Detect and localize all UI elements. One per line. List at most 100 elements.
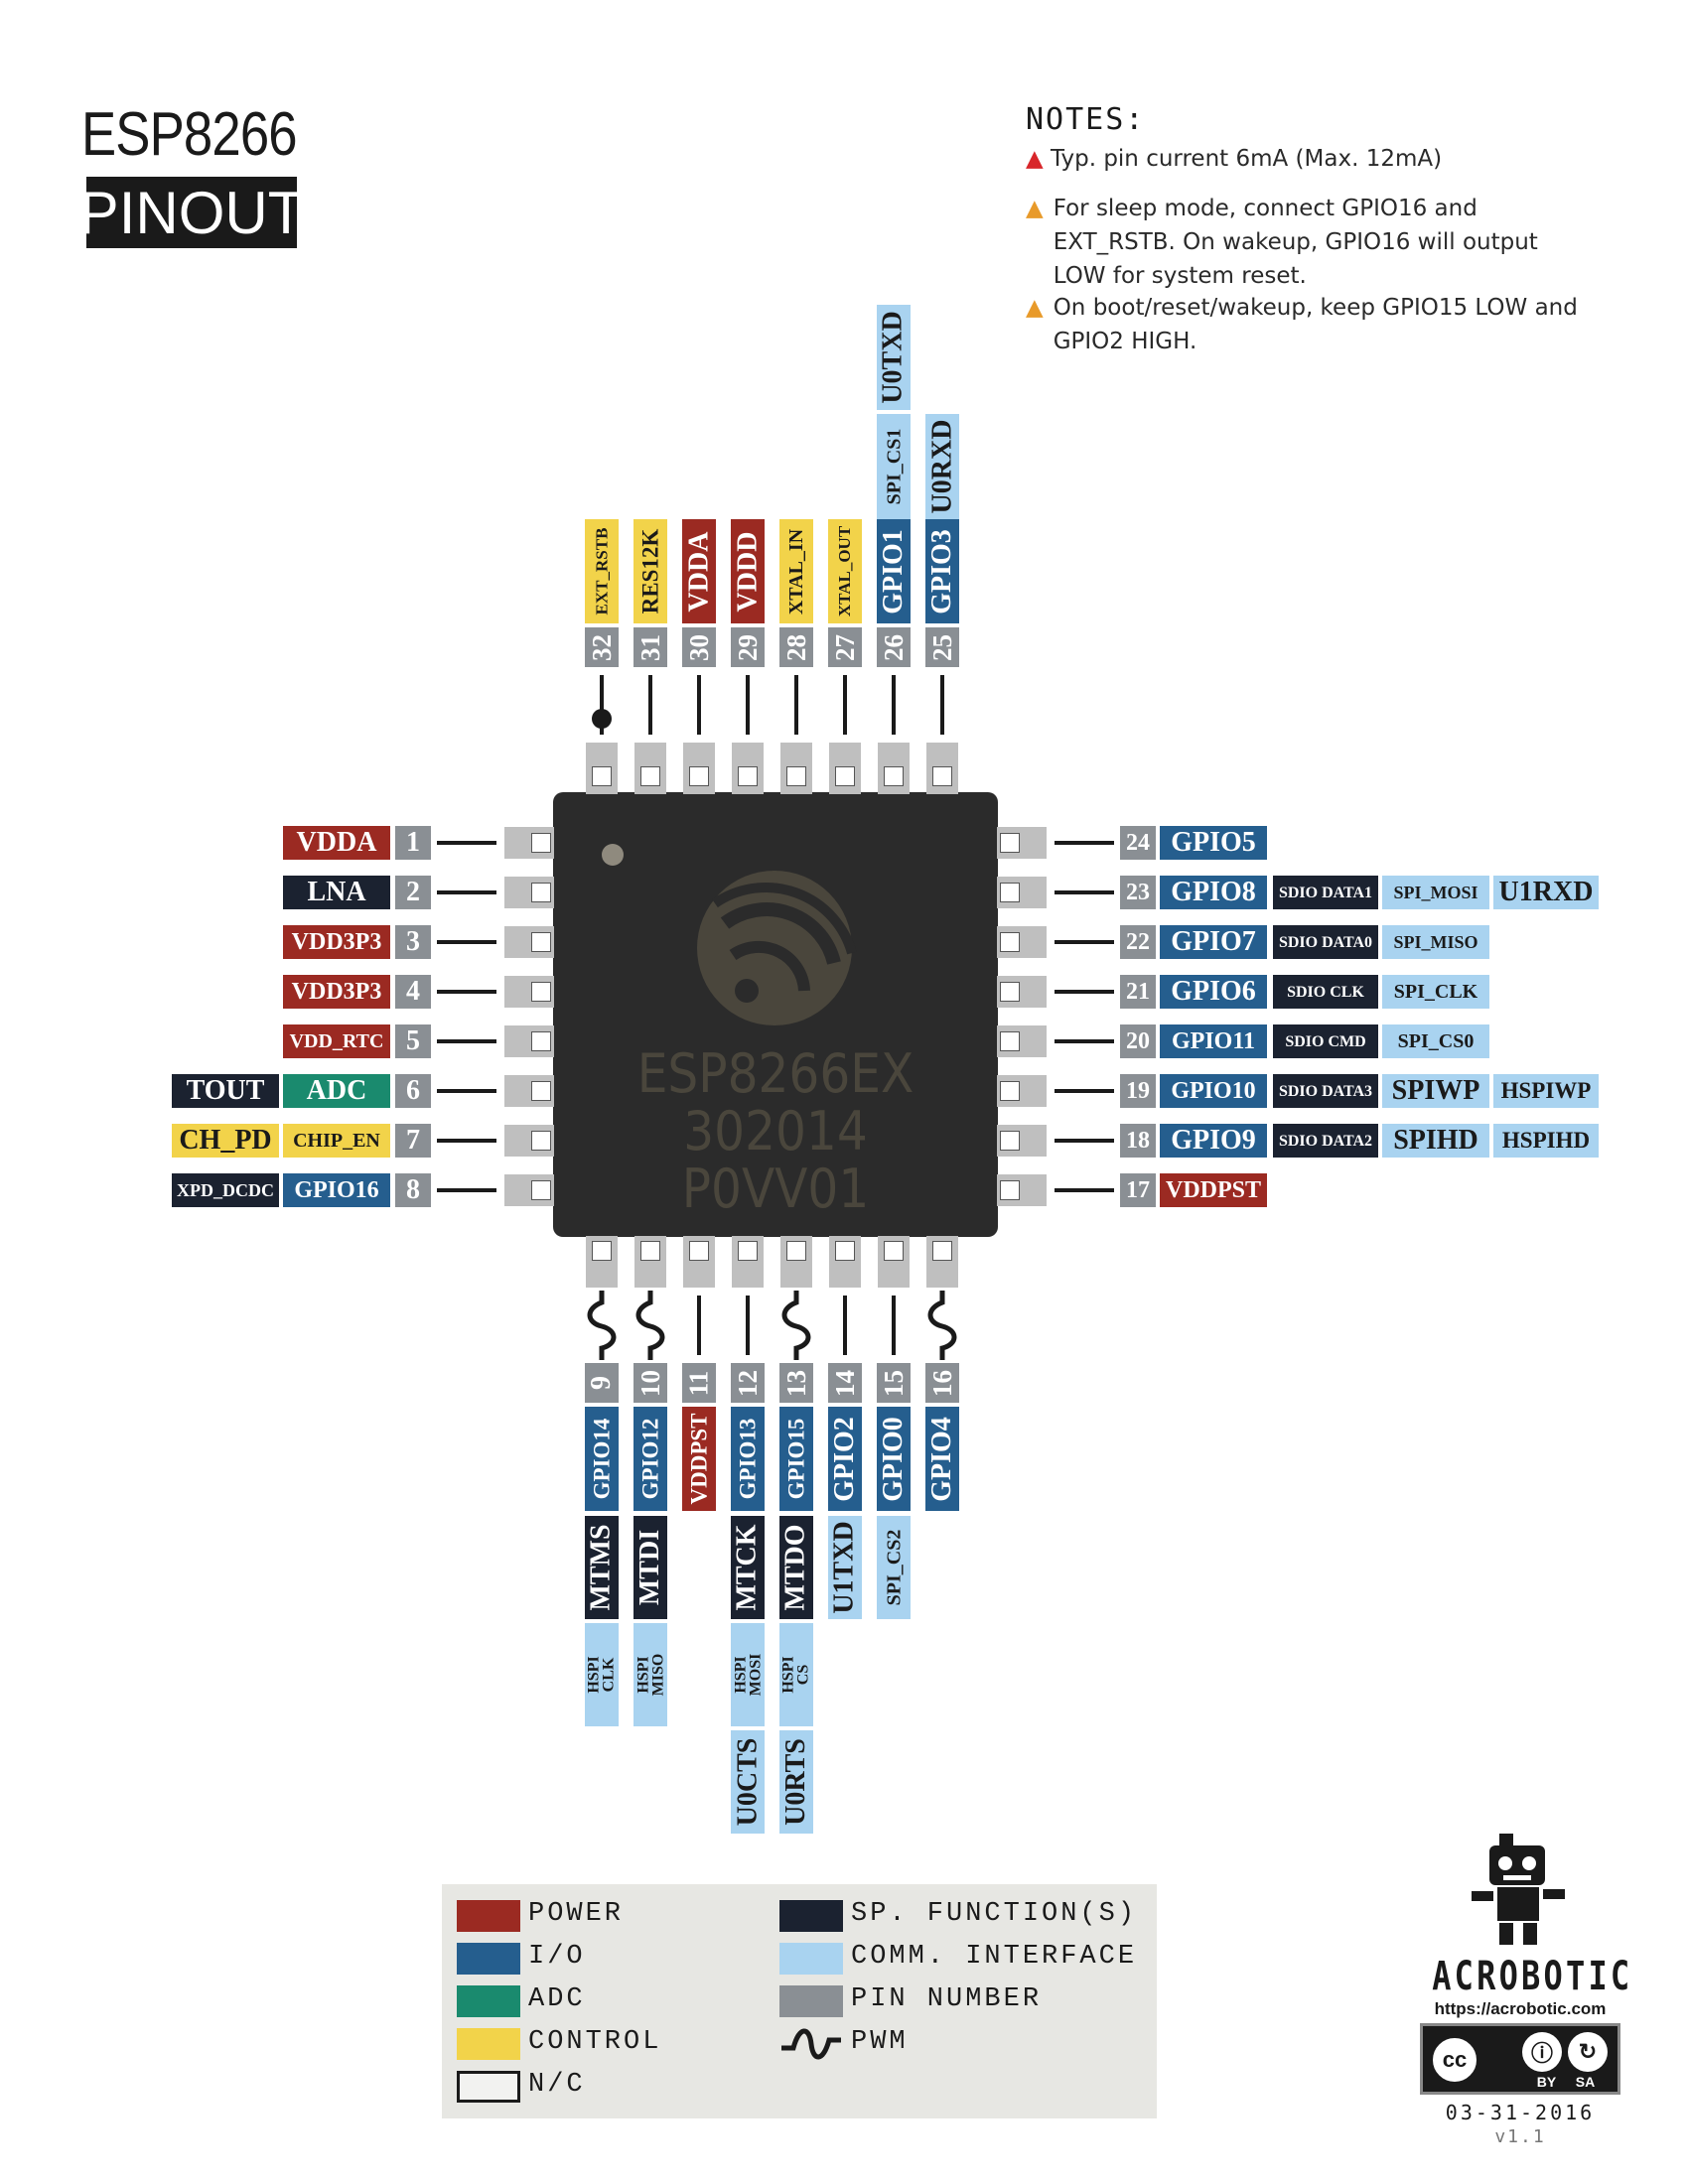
legend-label-io: I/O <box>528 1942 586 1972</box>
pin-9-func-2-text: HSPI CLK <box>586 1656 618 1694</box>
pin-number-27-text: 27 <box>829 633 860 661</box>
pin-number-17: 17 <box>1120 1173 1156 1207</box>
bottom-pad-inner <box>835 1241 855 1261</box>
warning-red-icon: ▲ <box>1026 146 1044 172</box>
pin-20-label: GPIO11 <box>1160 1024 1267 1058</box>
pin-15-label: GPIO0 <box>877 1407 911 1511</box>
pin-number-30-text: 30 <box>683 633 714 661</box>
legend-pwm-icon <box>781 2028 841 2060</box>
bottom-pad-inner <box>640 1241 660 1261</box>
note-1-text: Typ. pin current 6mA (Max. 12mA) <box>1051 146 1443 172</box>
pin-10-label: GPIO12 <box>633 1407 667 1511</box>
pin-number-24: 24 <box>1120 826 1156 860</box>
left-pad-inner <box>531 932 551 952</box>
pin-23-func-2: SPI_MOSI <box>1382 876 1489 909</box>
pin-9-func-2: HSPI CLK <box>585 1623 619 1726</box>
right-lead <box>1055 1139 1114 1143</box>
right-lead <box>1055 890 1114 894</box>
pin-number-22: 22 <box>1120 925 1156 959</box>
right-lead <box>1055 841 1114 845</box>
note-2-text: For sleep mode, connect GPIO16 and EXT_R… <box>1053 196 1538 289</box>
pin-21-func-2: SPI_CLK <box>1382 975 1489 1009</box>
pin-6-alt-label: TOUT <box>172 1074 279 1108</box>
bottom-lead <box>697 1296 701 1355</box>
legend-label-power: POWER <box>528 1899 625 1929</box>
pin-number-25-text: 25 <box>926 633 957 661</box>
pin-number-11: 11 <box>682 1363 716 1403</box>
pin-22-func-2: SPI_MISO <box>1382 925 1489 959</box>
left-pad-inner <box>531 982 551 1002</box>
pin-10-func-1-text: MTDI <box>634 1529 666 1606</box>
chip-marking-3: P0VV01 <box>681 1158 870 1220</box>
bottom-lead <box>892 1296 896 1355</box>
left-lead <box>437 841 496 845</box>
pin-10-label-text: GPIO12 <box>637 1418 663 1500</box>
pin1-dot <box>602 844 624 866</box>
pin-number-8: 8 <box>395 1173 431 1207</box>
left-lead <box>437 990 496 994</box>
pin-26-func-1: SPI_CS1 <box>877 414 911 519</box>
right-lead <box>1055 1188 1114 1192</box>
legend-swatch-adc <box>457 1985 520 2017</box>
left-lead <box>437 1139 496 1143</box>
legend-swatch-power <box>457 1900 520 1932</box>
pin-number-15-text: 15 <box>878 1369 909 1397</box>
top-pad-inner <box>884 766 904 786</box>
pin-number-12: 12 <box>731 1363 765 1403</box>
pin-19-func-1: SDIO DATA3 <box>1273 1074 1378 1108</box>
pin-27-label-text: XTAL_OUT <box>835 525 855 617</box>
pin-10-func-2-text: HSPI MISO <box>634 1653 667 1697</box>
pin-number-10-text: 10 <box>634 1369 665 1397</box>
pin-number-9: 9 <box>585 1363 619 1403</box>
legend-label-pin: PIN NUMBER <box>851 1984 1043 2014</box>
pin-13-label: GPIO15 <box>779 1407 813 1511</box>
pin-19-label: GPIO10 <box>1160 1074 1267 1108</box>
pin-2-label: LNA <box>283 876 390 909</box>
left-pad-inner <box>531 1081 551 1101</box>
page-title: ESP8266 <box>81 100 298 169</box>
pin-26-func-2: U0TXD <box>877 305 911 410</box>
pin-number-10: 10 <box>633 1363 667 1403</box>
legend-swatch-pin <box>779 1985 843 2017</box>
pin-number-25: 25 <box>925 627 959 667</box>
top-lead <box>600 675 604 735</box>
bottom-pad-inner <box>932 1241 952 1261</box>
note-3-text: On boot/reset/wakeup, keep GPIO15 LOW an… <box>1053 295 1578 354</box>
left-pad-inner <box>531 833 551 853</box>
warning-orange-icon: ▲ <box>1026 295 1044 321</box>
legend-label-comm: COMM. INTERFACE <box>851 1942 1138 1972</box>
top-pad-inner <box>932 766 952 786</box>
pin-15-func-1-text: SPI_CS2 <box>883 1529 906 1606</box>
pin-18-func-3: HSPIHD <box>1493 1124 1599 1158</box>
pin-7-label: CHIP_EN <box>283 1124 390 1158</box>
left-pad-inner <box>531 883 551 902</box>
pin-17-label: VDDPST <box>1160 1173 1267 1207</box>
pin-24-label: GPIO5 <box>1160 826 1267 860</box>
version: v1.1 <box>1494 2126 1546 2147</box>
note-1: ▲ Typ. pin current 6mA (Max. 12mA) <box>1026 142 1582 176</box>
pin-11-label-text: VDDPST <box>686 1413 712 1505</box>
pin-number-13: 13 <box>779 1363 813 1403</box>
brand-url: https://acrobotic.com <box>1434 1999 1607 2018</box>
espressif-logo-icon <box>697 871 857 1025</box>
pin-32-label: EXT_RSTB <box>585 519 619 623</box>
sa-icon: ↻ <box>1568 2032 1608 2072</box>
pin-14-label-text: GPIO2 <box>829 1416 860 1502</box>
pin-31-label: RES12K <box>633 519 667 623</box>
top-lead <box>892 675 896 735</box>
pinout-badge: PINOUT <box>79 177 304 248</box>
top-pad-inner <box>592 766 612 786</box>
pin-14-func-1-text: U1TXD <box>829 1521 860 1614</box>
left-lead <box>437 1188 496 1192</box>
top-pad-inner <box>786 766 806 786</box>
pin-13-func-1-text: MTDO <box>780 1524 812 1611</box>
pin-13-func-3: U0RTS <box>779 1730 813 1834</box>
pin-5-label: VDD_RTC <box>283 1024 390 1058</box>
pin-number-26: 26 <box>877 627 911 667</box>
pin-18-func-1: SDIO DATA2 <box>1273 1124 1378 1158</box>
pin-number-32: 32 <box>585 627 619 667</box>
chip-marking-1: ESP8266EX <box>636 1042 914 1105</box>
pin-12-func-1-text: MTCK <box>732 1524 764 1611</box>
pin-18-label: GPIO9 <box>1160 1124 1267 1158</box>
right-pad-inner <box>1000 1081 1020 1101</box>
